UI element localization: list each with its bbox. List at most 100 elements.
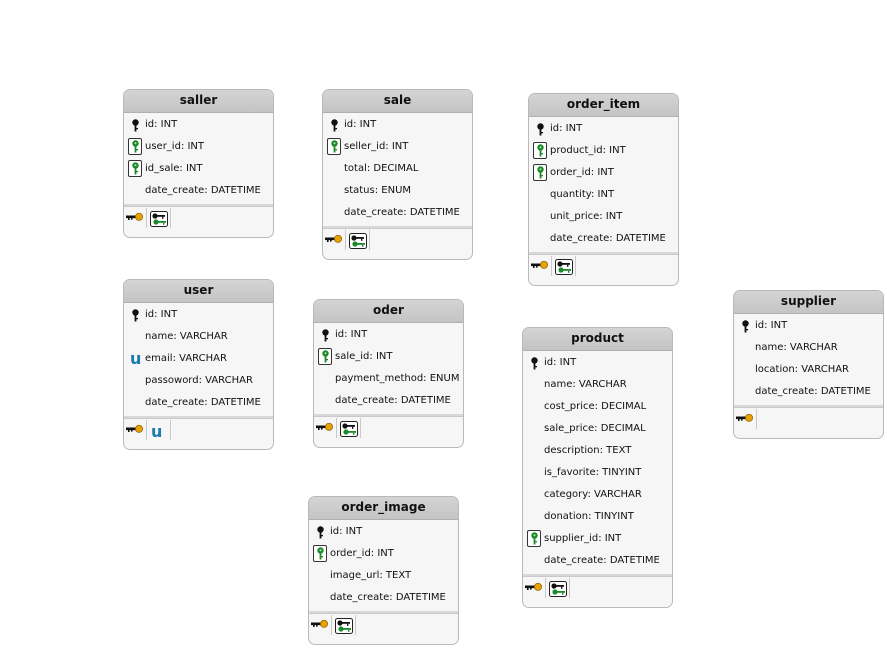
column-label: date_create: DATETIME (755, 386, 871, 397)
column-row[interactable]: supplier_id: INT (523, 528, 672, 550)
column-label: email: VARCHAR (145, 353, 227, 364)
table-title[interactable]: saller (124, 90, 273, 113)
column-row[interactable]: id: INT (734, 315, 883, 337)
table-title[interactable]: supplier (734, 291, 883, 314)
column-label: id: INT (145, 309, 178, 320)
column-label: sale_id: INT (335, 351, 393, 362)
column-row[interactable]: payment_method: ENUM (314, 368, 463, 390)
column-row[interactable]: name: VARCHAR (734, 337, 883, 359)
column-row[interactable]: passoword: VARCHAR (124, 370, 273, 392)
index-primary-key-icon[interactable] (529, 256, 552, 276)
table-footer (309, 636, 458, 644)
column-row[interactable]: is_favorite: TINYINT (523, 462, 672, 484)
column-row[interactable]: date_create: DATETIME (314, 390, 463, 412)
column-label: date_create: DATETIME (335, 395, 451, 406)
column-label: id: INT (145, 119, 178, 130)
primary-key-icon (536, 123, 548, 136)
column-row[interactable]: cost_price: DECIMAL (523, 396, 672, 418)
column-row[interactable]: id_sale: INT (124, 158, 273, 180)
column-row[interactable]: date_create: DATETIME (309, 587, 458, 609)
column-row[interactable]: order_id: INT (309, 543, 458, 565)
column-row[interactable]: date_create: DATETIME (124, 180, 273, 202)
index-row (309, 613, 458, 636)
column-row[interactable]: id: INT (309, 521, 458, 543)
table-footer (314, 439, 463, 447)
foreign-key-icon (128, 160, 142, 177)
column-label: date_create: DATETIME (145, 185, 261, 196)
column-row[interactable]: sale_id: INT (314, 346, 463, 368)
column-label: id: INT (550, 123, 583, 134)
table-title[interactable]: sale (323, 90, 472, 113)
column-row[interactable]: order_id: INT (529, 162, 678, 184)
column-list: id: INT name: VARCHAR cost_price: DECIMAL s… (523, 351, 672, 572)
column-label: category: VARCHAR (544, 489, 642, 500)
column-label: cost_price: DECIMAL (544, 401, 647, 412)
column-row[interactable]: date_create: DATETIME (124, 392, 273, 414)
column-row[interactable]: date_create: DATETIME (523, 550, 672, 572)
foreign-key-icon (318, 348, 332, 365)
table-title[interactable]: oder (314, 300, 463, 323)
index-primary-key-icon[interactable] (314, 418, 337, 438)
column-row[interactable]: product_id: INT (529, 140, 678, 162)
column-row[interactable]: total: DECIMAL (323, 158, 472, 180)
index-primary-key-icon[interactable] (523, 578, 546, 598)
column-row[interactable]: user_id: INT (124, 136, 273, 158)
index-foreign-key-icon[interactable] (333, 615, 356, 635)
index-foreign-key-icon[interactable] (338, 418, 361, 438)
index-foreign-key-icon[interactable] (553, 256, 576, 276)
column-row[interactable]: donation: TINYINT (523, 506, 672, 528)
column-label: unit_price: INT (550, 211, 623, 222)
column-row[interactable]: description: TEXT (523, 440, 672, 462)
index-foreign-key-icon[interactable] (547, 578, 570, 598)
index-primary-key-icon[interactable] (124, 420, 147, 440)
column-row[interactable]: id: INT (529, 118, 678, 140)
column-label: date_create: DATETIME (344, 207, 460, 218)
column-row[interactable]: status: ENUM (323, 180, 472, 202)
index-foreign-key-icon[interactable] (347, 230, 370, 250)
column-label: order_id: INT (550, 167, 614, 178)
table-title[interactable]: order_image (309, 497, 458, 520)
column-row[interactable]: date_create: DATETIME (734, 381, 883, 403)
column-row[interactable]: id: INT (124, 114, 273, 136)
column-row[interactable]: sale_price: DECIMAL (523, 418, 672, 440)
column-row[interactable]: image_url: TEXT (309, 565, 458, 587)
table-title[interactable]: user (124, 280, 273, 303)
index-unique-icon[interactable]: u (148, 420, 171, 440)
column-label: donation: TINYINT (544, 511, 634, 522)
index-foreign-key-icon[interactable] (148, 208, 171, 228)
column-label: location: VARCHAR (755, 364, 850, 375)
column-row[interactable]: id: INT (323, 114, 472, 136)
column-row[interactable]: seller_id: INT (323, 136, 472, 158)
column-label: sale_price: DECIMAL (544, 423, 646, 434)
index-primary-key-icon[interactable] (734, 409, 757, 429)
column-row[interactable]: name: VARCHAR (523, 374, 672, 396)
index-primary-key-icon[interactable] (323, 230, 346, 250)
column-row[interactable]: date_create: DATETIME (529, 228, 678, 250)
column-row[interactable]: quantity: INT (529, 184, 678, 206)
column-row[interactable]: location: VARCHAR (734, 359, 883, 381)
table-title[interactable]: product (523, 328, 672, 351)
index-primary-key-icon[interactable] (124, 208, 147, 228)
column-row[interactable]: date_create: DATETIME (323, 202, 472, 224)
column-label: description: TEXT (544, 445, 632, 456)
column-row[interactable]: name: VARCHAR (124, 326, 273, 348)
table-title[interactable]: order_item (529, 94, 678, 117)
column-row[interactable]: category: VARCHAR (523, 484, 672, 506)
column-row[interactable]: id: INT (124, 304, 273, 326)
table-order-item[interactable]: order_item id: INT product_id: INT order_id… (528, 93, 679, 286)
index-primary-key-icon[interactable] (309, 615, 332, 635)
column-row[interactable]: unit_price: INT (529, 206, 678, 228)
column-row[interactable]: id: INT (314, 324, 463, 346)
column-label: name: VARCHAR (544, 379, 627, 390)
primary-key-icon (321, 329, 333, 342)
column-row[interactable]: id: INT (523, 352, 672, 374)
